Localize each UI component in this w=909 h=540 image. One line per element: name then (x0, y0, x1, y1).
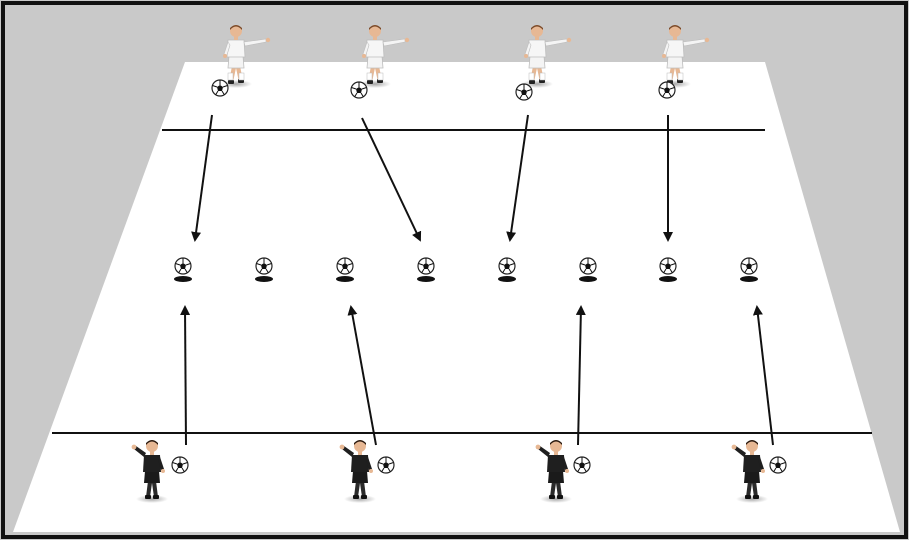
cone-marker (174, 276, 192, 282)
soccer-ball-icon (579, 257, 597, 275)
cone-marker (498, 276, 516, 282)
target-ball-2 (255, 257, 273, 282)
soccer-ball-icon (211, 79, 229, 97)
soccer-ball-icon (255, 257, 273, 275)
pitch-surface (13, 62, 900, 532)
pass-arrow-top-2 (361, 117, 422, 242)
soccer-ball-icon (515, 83, 533, 101)
soccer-ball-icon (350, 81, 368, 99)
soccer-ball-icon (171, 456, 189, 474)
soccer-ball-icon (417, 257, 435, 275)
soccer-ball-icon (498, 257, 516, 275)
target-ball-4 (417, 257, 435, 282)
target-ball-5 (498, 257, 516, 282)
soccer-ball-icon (174, 257, 192, 275)
cone-marker (336, 276, 354, 282)
pass-arrow-top-1 (191, 114, 213, 242)
target-ball-6 (579, 257, 597, 282)
cone-marker (740, 276, 758, 282)
target-ball-1 (174, 257, 192, 282)
soccer-ball-icon (336, 257, 354, 275)
soccer-ball-icon (740, 257, 758, 275)
soccer-ball-icon (377, 456, 395, 474)
pass-arrow-bottom-2 (347, 305, 377, 446)
target-balls-row (174, 257, 758, 282)
pass-arrow-top-3 (506, 114, 529, 242)
pass-arrow-bottom-4 (752, 305, 774, 446)
cone-marker (659, 276, 677, 282)
soccer-ball-icon (573, 456, 591, 474)
cone-marker (255, 276, 273, 282)
pass-arrow-bottom-3 (575, 305, 586, 446)
cone-marker (579, 276, 597, 282)
cone-marker (417, 276, 435, 282)
target-ball-8 (740, 257, 758, 282)
soccer-ball-icon (769, 456, 787, 474)
target-ball-7 (659, 257, 677, 282)
soccer-ball-icon (659, 257, 677, 275)
pass-arrow-bottom-1 (180, 305, 191, 446)
pass-arrows (180, 114, 774, 446)
soccer-ball-icon (658, 81, 676, 99)
target-ball-3 (336, 257, 354, 282)
